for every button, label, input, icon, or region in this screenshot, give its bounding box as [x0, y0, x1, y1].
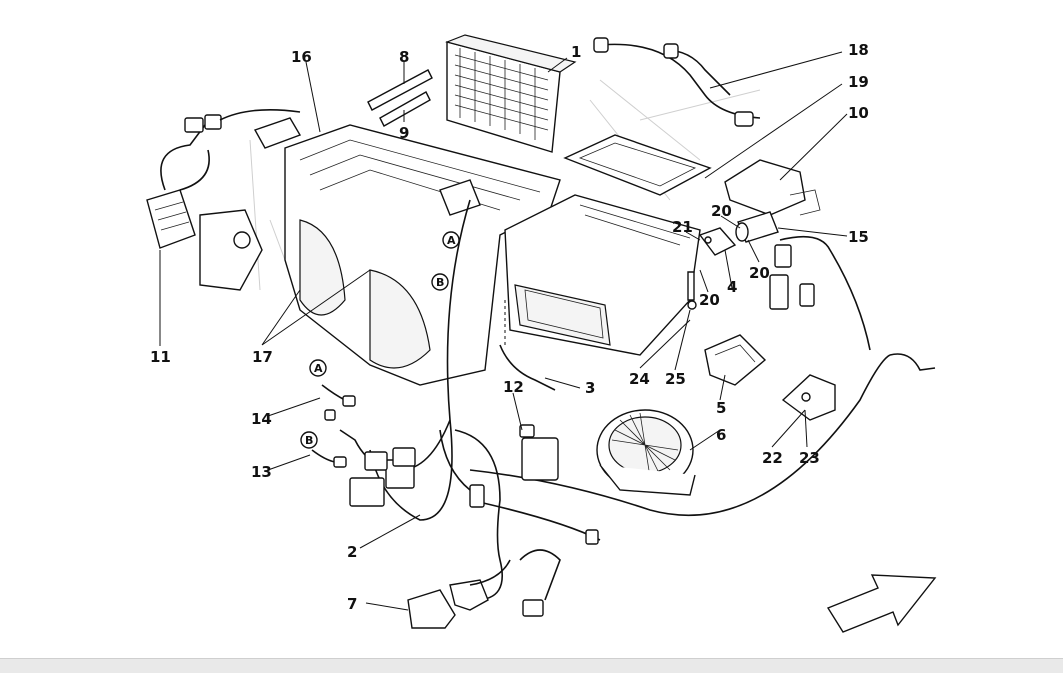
- callout-6: 6: [716, 426, 726, 444]
- callout-20-lower: 20: [699, 291, 720, 309]
- callout-12: 12: [503, 378, 524, 396]
- callout-11: 11: [150, 348, 171, 366]
- callout-19: 19: [848, 73, 869, 91]
- callout-17: 17: [252, 348, 273, 366]
- callout-numbers: 1 2 3 4 5 6 7 8 9 10 11 12 13 14 15 16 1…: [150, 41, 869, 613]
- callout-20-upper: 20: [711, 202, 732, 220]
- callout-16: 16: [291, 48, 312, 66]
- bottom-bar: [0, 658, 1063, 673]
- wiring-harness: [339, 199, 936, 617]
- callout-7: 7: [347, 595, 357, 613]
- callout-18: 18: [848, 41, 869, 59]
- control-module: [146, 108, 301, 291]
- callout-9: 9: [399, 124, 409, 142]
- evaporator-gasket: [563, 134, 712, 196]
- callout-14: 14: [251, 410, 272, 428]
- callout-24: 24: [629, 370, 650, 388]
- refrigerant-pipes: [593, 37, 761, 127]
- pressure-switch: [735, 211, 779, 243]
- expansion-valve: [698, 227, 737, 256]
- callout-2: 2: [347, 543, 357, 561]
- ref-a-housing: A: [447, 234, 456, 247]
- fixing-bolt: [687, 271, 697, 310]
- blower-resistor: [704, 334, 767, 386]
- front-direction-arrow-icon: [826, 574, 937, 633]
- callout-25: 25: [665, 370, 686, 388]
- callout-20-right: 20: [749, 264, 770, 282]
- callout-15: 15: [848, 228, 869, 246]
- cabin-filter: [445, 34, 577, 153]
- callout-3: 3: [585, 379, 595, 397]
- callout-10: 10: [848, 104, 869, 122]
- drain-hose: [499, 300, 556, 391]
- callout-23: 23: [799, 449, 820, 467]
- blower-motor: [596, 409, 696, 496]
- ref-b-housing: B: [436, 276, 444, 289]
- callout-5: 5: [716, 399, 726, 417]
- ref-b-sensor: B: [305, 434, 313, 447]
- reference-markers: A B A B: [300, 231, 460, 449]
- relay: [407, 559, 511, 629]
- callout-13: 13: [251, 463, 272, 481]
- callout-4: 4: [727, 278, 737, 296]
- sensor-cover: [724, 159, 821, 216]
- temperature-sensors: [311, 384, 356, 468]
- callout-21: 21: [672, 218, 693, 236]
- drain-tubes: [367, 69, 433, 127]
- callout-22: 22: [762, 449, 783, 467]
- leader-lines: [159, 51, 848, 611]
- mounting-bracket: [781, 374, 836, 421]
- hvac-main-housing: [253, 117, 561, 386]
- callout-8: 8: [399, 48, 409, 66]
- callout-1: 1: [571, 43, 581, 61]
- evaporator-housing: [504, 194, 701, 356]
- ref-a-sensor: A: [314, 362, 323, 375]
